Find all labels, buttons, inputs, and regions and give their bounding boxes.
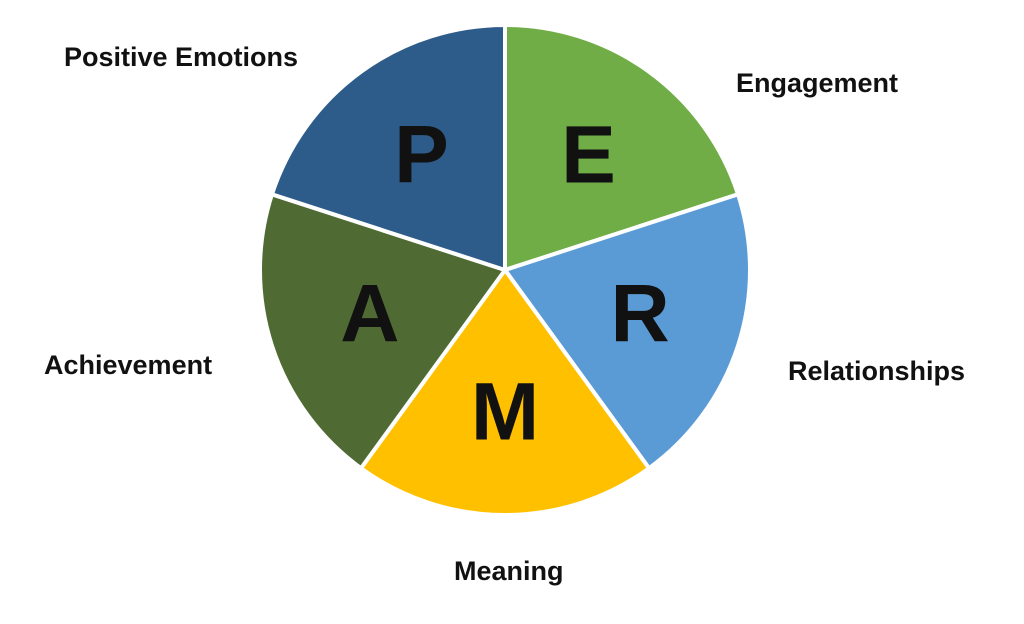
slice-letter-a: A bbox=[340, 268, 399, 359]
slice-letter-r: R bbox=[610, 268, 669, 359]
slice-letter-m: M bbox=[471, 367, 539, 458]
slice-letter-e: E bbox=[561, 110, 616, 201]
pie-slice-a bbox=[257, 192, 507, 471]
label-relationships: Relationships bbox=[788, 356, 966, 386]
pie-slice-m bbox=[358, 268, 652, 518]
slice-letter-p: P bbox=[394, 110, 449, 201]
pie-slice-e bbox=[503, 23, 741, 272]
label-engagement: Engagement bbox=[736, 68, 899, 98]
label-achievement: Achievement bbox=[44, 350, 213, 380]
pie-slice-r bbox=[503, 192, 753, 471]
label-meaning: Meaning bbox=[454, 556, 564, 586]
pie-slice-p bbox=[269, 23, 507, 272]
label-positive-emotions: Positive Emotions bbox=[64, 42, 299, 72]
